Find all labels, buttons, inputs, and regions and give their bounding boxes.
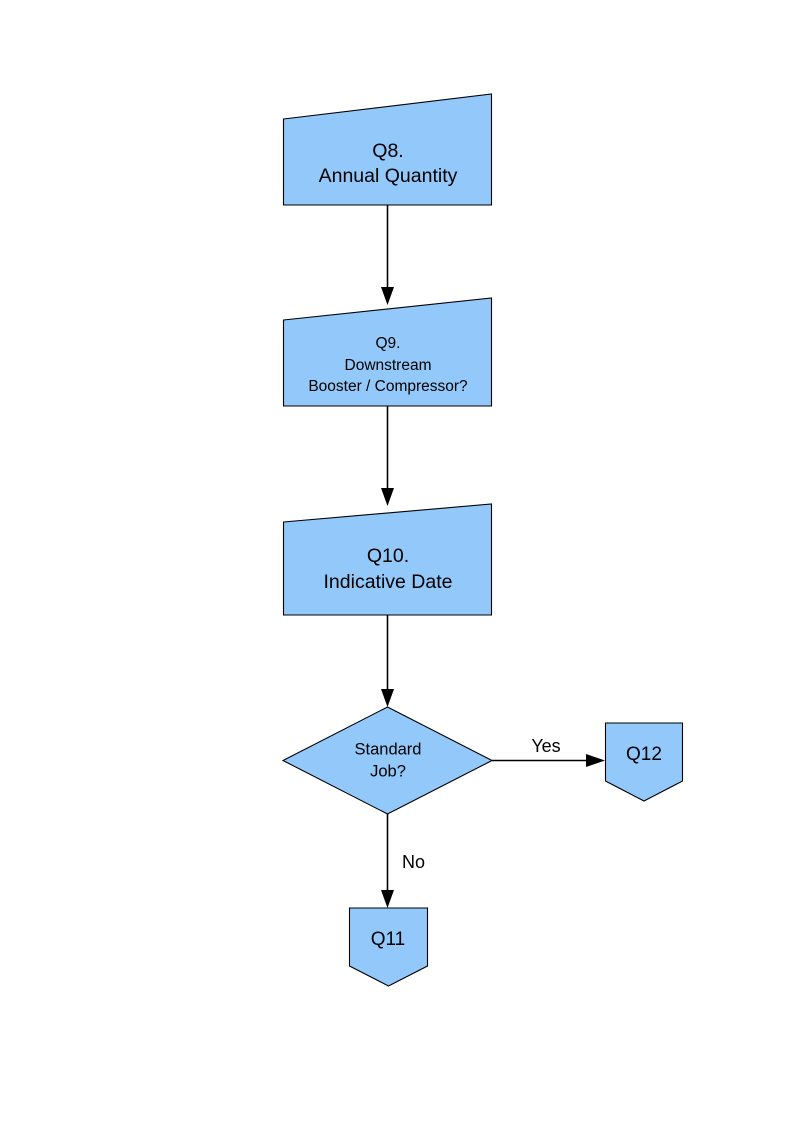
q9-label-line3: Booster / Compressor? <box>308 378 468 395</box>
node-q9[interactable]: Q9. Downstream Booster / Compressor? <box>282 297 493 407</box>
decision-shape-diamond[interactable] <box>281 706 494 815</box>
q9-shape-slanted-rectangle[interactable] <box>282 297 493 407</box>
edge-q8-to-q9 <box>381 205 394 305</box>
decision-label-line1: Standard <box>355 740 422 758</box>
q9-label-line1: Q9. <box>376 335 401 352</box>
node-q10[interactable]: Q10. Indicative Date <box>282 503 493 616</box>
node-decision-standard-job[interactable]: Standard Job? <box>281 706 494 815</box>
edge-label-yes: Yes <box>531 736 560 756</box>
node-q11[interactable]: Q11 <box>348 907 429 987</box>
node-q12[interactable]: Q12 <box>604 722 684 802</box>
q11-label: Q11 <box>371 929 406 950</box>
q8-label-line2: Annual Quantity <box>319 165 458 187</box>
edge-label-no: No <box>402 852 425 872</box>
q8-shape-slanted-rectangle[interactable] <box>282 93 493 206</box>
q8-label-line1: Q8. <box>372 140 403 162</box>
q9-label-line2: Downstream <box>345 357 432 374</box>
edge-q9-to-q10-arrowhead <box>381 488 394 506</box>
edge-decision-to-q12-arrowhead <box>586 754 605 767</box>
q10-label-line1: Q10. <box>367 545 409 567</box>
edge-q8-to-q9-arrowhead <box>381 287 394 305</box>
node-q8[interactable]: Q8. Annual Quantity <box>282 93 493 206</box>
edge-decision-to-q11: No <box>381 814 425 908</box>
edge-decision-to-q11-arrowhead <box>381 890 394 908</box>
edge-q10-to-decision-arrowhead <box>381 689 394 707</box>
q11-shape-pentagon-shield[interactable] <box>348 907 429 987</box>
edge-decision-to-q12: Yes <box>492 736 605 767</box>
q10-shape-slanted-rectangle[interactable] <box>282 503 493 616</box>
edge-q9-to-q10 <box>381 406 394 506</box>
edge-q10-to-decision <box>381 615 394 707</box>
q12-shape-pentagon-shield[interactable] <box>604 722 684 802</box>
q12-label: Q12 <box>626 744 662 765</box>
q10-label-line2: Indicative Date <box>324 571 453 593</box>
decision-label-line2: Job? <box>370 762 406 780</box>
